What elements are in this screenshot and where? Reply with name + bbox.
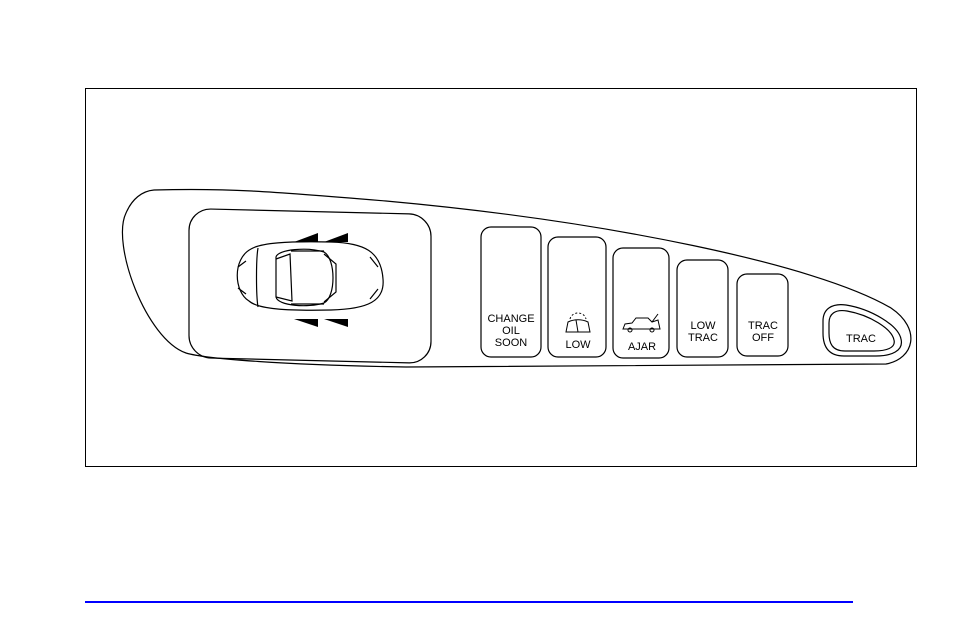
arrow-icon [324, 233, 348, 242]
lamp-change-oil-line-3: SOON [495, 337, 527, 349]
footer-rule [85, 601, 853, 603]
lamp-low-trac-line-2: TRAC [688, 332, 718, 344]
washer-fluid-icon [566, 313, 590, 332]
lamp-trunk-ajar-label: AJAR [628, 341, 656, 353]
car-top-view-icon [237, 242, 383, 310]
figure-frame: CHANGE OIL SOON LOW AJAR LOW TRAC TRAC O… [85, 88, 917, 467]
door-arrow-icons [294, 233, 348, 327]
trunk-ajar-icon [623, 314, 660, 332]
arrow-icon [294, 233, 318, 242]
arrow-icon [324, 319, 348, 327]
lamp-change-oil-line-1: CHANGE [487, 313, 534, 325]
lamp-washer-low-label: LOW [565, 339, 591, 351]
lamp-change-oil-line-2: OIL [502, 325, 520, 337]
door-display-recess [189, 209, 431, 364]
trac-button[interactable]: TRAC [823, 305, 901, 356]
arrow-icon [294, 319, 318, 327]
driver-information-panel: CHANGE OIL SOON LOW AJAR LOW TRAC TRAC O… [86, 89, 918, 468]
lamp-trac-off-line-1: TRAC [748, 320, 778, 332]
lamp-low-trac-line-1: LOW [690, 320, 716, 332]
lamp-trac-off-line-2: OFF [752, 332, 774, 344]
trac-button-label: TRAC [846, 333, 876, 345]
